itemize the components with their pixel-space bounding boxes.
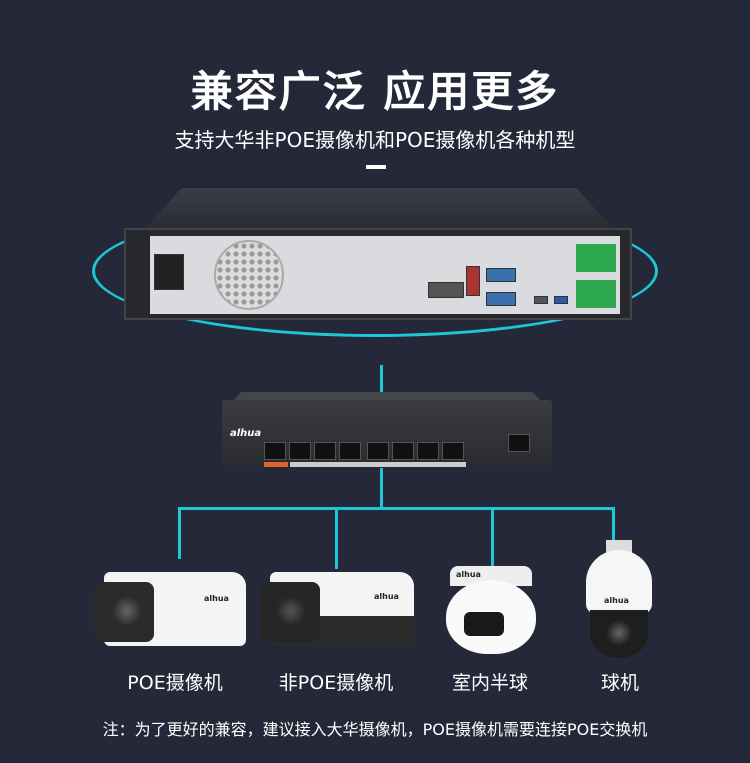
divider <box>366 165 386 169</box>
camera-label-speed-dome: 球机 <box>600 672 639 694</box>
indoor-dome-camera: alhua <box>446 566 536 654</box>
speed-dome-camera: alhua <box>584 540 654 660</box>
poe-bullet-camera: alhua <box>94 570 246 648</box>
poe-switch: alhua <box>222 392 552 468</box>
connector-line <box>380 365 383 395</box>
connector-line <box>178 507 181 559</box>
camera-brand-logo: alhua <box>604 596 629 605</box>
page-title: 兼容广泛 应用更多 <box>190 67 560 116</box>
connector-line <box>612 507 615 543</box>
camera-brand-logo: alhua <box>204 594 229 603</box>
connector-line <box>380 468 383 508</box>
switch-brand-logo: alhua <box>230 428 262 439</box>
camera-label-dome: 室内半球 <box>451 672 528 694</box>
footnote: 注：为了更好的兼容，建议接入大华摄像机，POE摄像机需要连接POE交换机 <box>102 720 648 739</box>
camera-brand-logo: alhua <box>374 592 399 601</box>
camera-brand-logo: alhua <box>456 570 481 579</box>
connector-line <box>491 507 494 567</box>
fan-icon <box>214 240 284 310</box>
page-subtitle: 支持大华非POE摄像机和POE摄像机各种机型 <box>174 128 576 152</box>
camera-label-non-poe: 非POE摄像机 <box>278 672 394 694</box>
camera-label-poe: POE摄像机 <box>127 672 223 694</box>
nvr-device <box>124 188 632 328</box>
connector-bus <box>178 507 615 510</box>
non-poe-bullet-camera: alhua <box>260 572 414 650</box>
connector-line <box>335 507 338 569</box>
